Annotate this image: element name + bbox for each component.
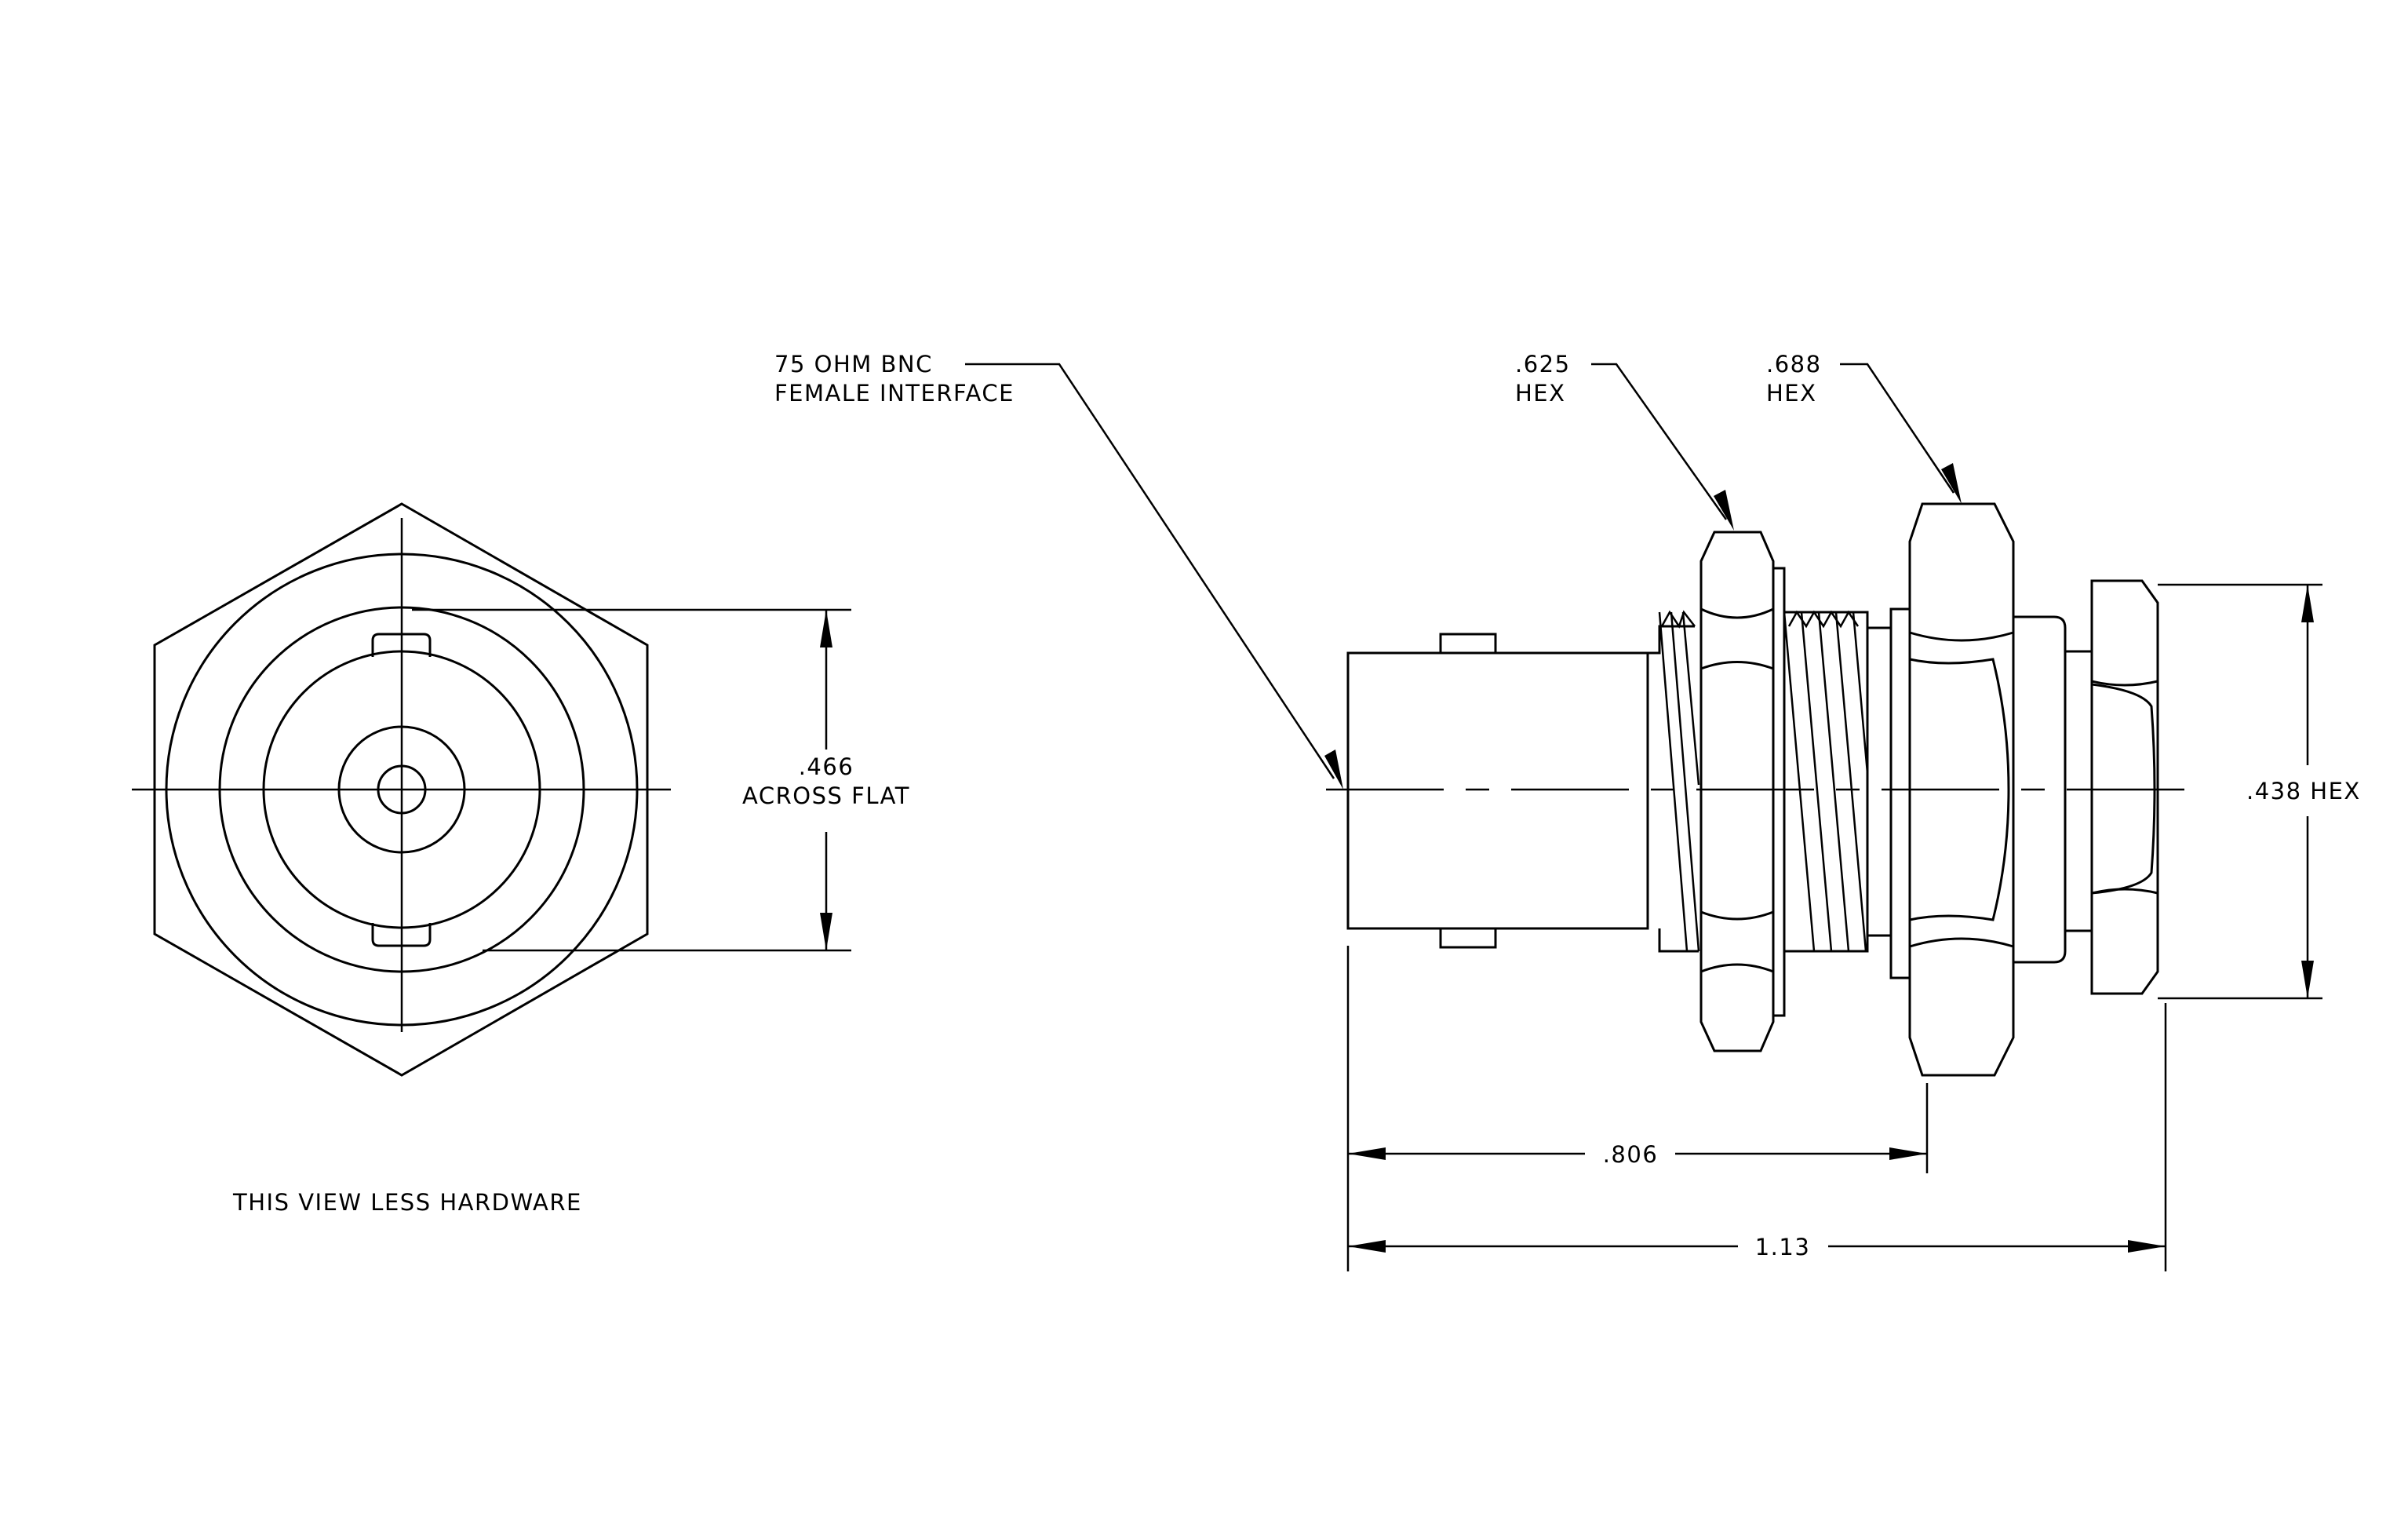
rear-collar-step <box>2064 650 2093 932</box>
rear-hex-arrow-bottom <box>2301 961 2314 998</box>
overall-dimension: 1.13 <box>1348 1003 2167 1271</box>
panel-washer <box>1889 607 1911 979</box>
panel-dim-arrow-right <box>1889 1147 1927 1160</box>
hex-small-unit: HEX <box>1515 380 1566 407</box>
across-flat-arrow-bottom <box>820 913 832 950</box>
front-nut <box>1699 531 1775 1052</box>
hex-large-leader <box>1840 363 1955 494</box>
hex-small-value: .625 <box>1515 351 1571 378</box>
threads-left <box>1658 610 1700 952</box>
rear-hex-arrow-top <box>2301 585 2314 622</box>
panel-dim-label: .806 <box>1603 1141 1659 1168</box>
across-flat-arrow-top <box>820 610 832 647</box>
threads-right <box>1783 610 1869 952</box>
hex-small-leader <box>1591 363 1728 520</box>
end-view-note: THIS VIEW LESS HARDWARE <box>232 1189 582 1216</box>
rear-nut-facet-top <box>2091 680 2158 687</box>
overall-dim-arrow-right <box>2128 1240 2166 1253</box>
overall-dim-arrow-left <box>1348 1240 1386 1253</box>
interface-leader <box>965 363 1335 779</box>
rear-panel-nut-facet-top <box>1909 631 2014 642</box>
shoulder-step <box>1866 626 1893 937</box>
hex-large-callout: .688 HEX <box>1766 351 1962 504</box>
front-washer <box>1772 567 1786 1017</box>
hex-large-unit: HEX <box>1766 380 1817 407</box>
interface-label-line1: 75 OHM BNC <box>774 351 933 378</box>
across-flat-label: ACROSS FLAT <box>742 782 910 809</box>
rear-panel-nut-facet-bottom <box>1909 937 2014 948</box>
bnc-top-stud <box>1439 633 1497 655</box>
rear-hex-label: .438 HEX <box>2246 778 2361 804</box>
interface-leader-arrow <box>1324 750 1343 790</box>
hex-large-value: .688 <box>1766 351 1822 378</box>
panel-dim-arrow-left <box>1348 1147 1386 1160</box>
rear-panel-nut-facet-mid <box>1909 658 2010 921</box>
hex-small-callout: .625 HEX <box>1515 351 1734 531</box>
threads-right-outline <box>1784 611 1869 953</box>
front-nut-facet-bottom <box>1700 910 1774 973</box>
interface-label-line2: FEMALE INTERFACE <box>774 380 1015 407</box>
panel-dimension: .806 <box>1346 946 1929 1271</box>
rear-nut-facet-bottom <box>2091 888 2158 895</box>
interface-callout: 75 OHM BNC FEMALE INTERFACE <box>774 351 1343 790</box>
hex-large-leader-arrow <box>1941 463 1962 504</box>
end-view: .466 ACROSS FLAT THIS VIEW LESS HARDWARE <box>132 502 910 1216</box>
bnc-bottom-stud <box>1439 927 1497 949</box>
bnc-body <box>1346 651 1649 930</box>
end-view-hex-outline <box>153 502 649 1077</box>
side-view <box>1326 502 2189 1077</box>
across-flat-value: .466 <box>799 753 854 780</box>
rear-panel-nut <box>1908 502 2015 1077</box>
rear-hex-dimension: .438 HEX <box>2158 583 2361 1000</box>
hex-small-leader-arrow <box>1714 490 1734 531</box>
overall-dim-label: 1.13 <box>1755 1234 1811 1260</box>
threads-left-outline <box>1648 625 1699 953</box>
front-nut-facet-top <box>1700 607 1774 670</box>
rear-nut <box>2090 579 2159 995</box>
